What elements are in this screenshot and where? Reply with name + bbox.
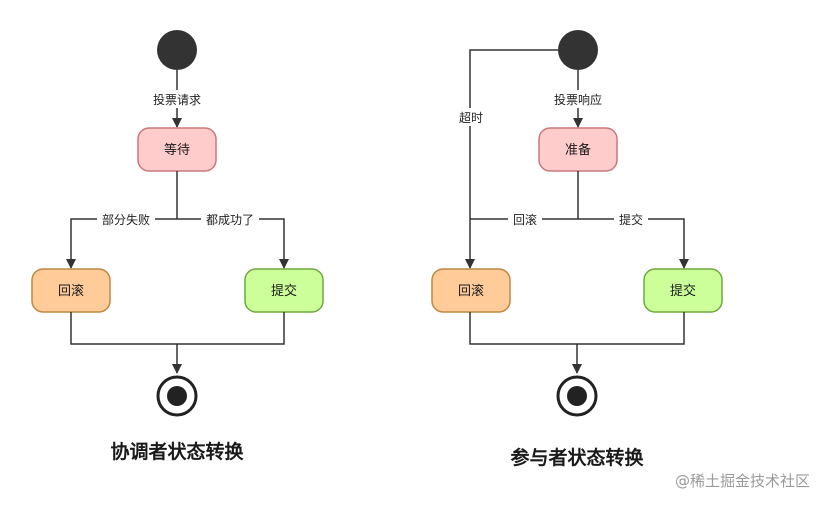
participant-initial-node: [558, 30, 598, 70]
participant-edge-vote-response-label: 投票响应: [554, 92, 602, 107]
coordinator-initial-node: [157, 30, 197, 70]
participant-node-rollback-label: 回滚: [458, 283, 484, 299]
coordinator-merge-line: [70, 312, 285, 345]
participant-merge-line: [469, 312, 685, 345]
participant-edge-timeout-label: 超时: [459, 110, 483, 125]
participant-node-ready-label: 准备: [565, 142, 591, 158]
coordinator-title: 协调者状态转换: [110, 440, 244, 463]
participant-edge-commit: [578, 218, 689, 269]
participant-final-node-core: [567, 386, 587, 406]
coordinator-edge-partial-fail-label: 部分失败: [102, 212, 150, 227]
participant-node-commit-label: 提交: [670, 283, 696, 299]
coordinator-final-node-core: [167, 386, 187, 406]
participant-node-commit: [643, 268, 723, 313]
participant-title: 参与者状态转换: [510, 446, 644, 469]
participant-edge-rollback-label: 回滚: [513, 212, 537, 227]
coordinator-diagram: 投票请求 等待 部分失败 都成功了 回滚 提交 协调者状态转换: [31, 30, 324, 463]
participant-edge-timeout: [465, 49, 558, 269]
coordinator-edge-all-success-label: 都成功了: [206, 213, 254, 227]
watermark: @稀土掘金技术社区: [675, 472, 810, 490]
participant-node-rollback: [431, 268, 511, 313]
participant-edge-commit-label: 提交: [619, 212, 643, 227]
coordinator-edge-vote-request-label: 投票请求: [153, 92, 201, 107]
coordinator-node-waiting-label: 等待: [164, 142, 190, 158]
participant-diagram: 超时 投票响应 准备 回滚 提交 回滚 提交 参与者状态转换: [431, 30, 723, 469]
coordinator-node-rollback-label: 回滚: [58, 283, 84, 299]
coordinator-node-commit-label: 提交: [271, 283, 297, 299]
